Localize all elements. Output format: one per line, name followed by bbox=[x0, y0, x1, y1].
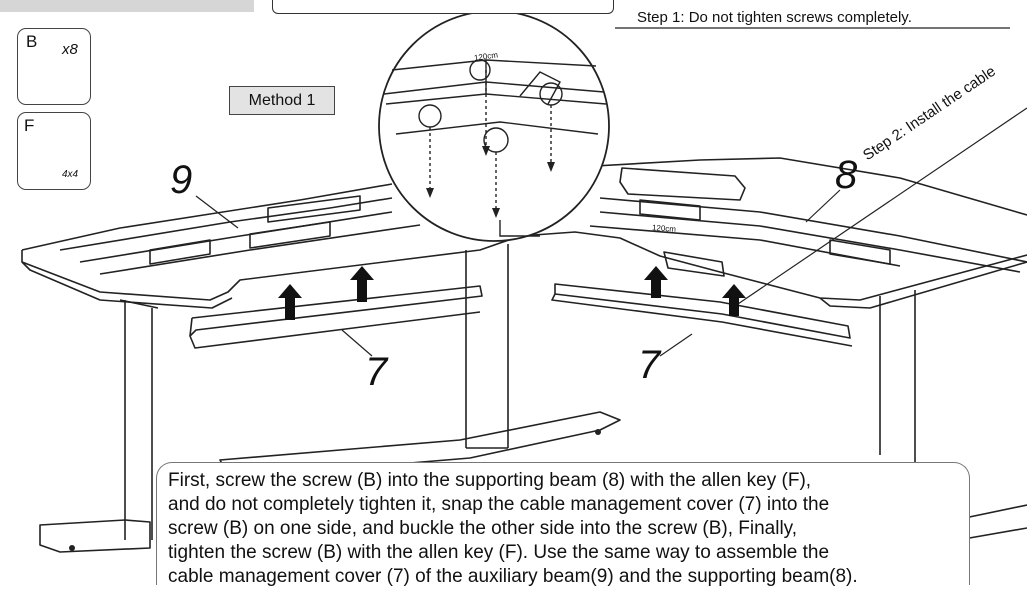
part-quantity: x8 bbox=[62, 41, 78, 58]
step1-label: Step 1: Do not tighten screws completely… bbox=[637, 9, 912, 26]
up-arrow-icon bbox=[644, 266, 668, 298]
right-cable-cover bbox=[554, 283, 851, 339]
left-leg bbox=[119, 299, 159, 540]
up-arrow-icon bbox=[350, 266, 374, 302]
part-card-f: F 4x4 bbox=[17, 112, 91, 190]
instruction-line: cable management cover (7) of the auxili… bbox=[168, 566, 858, 587]
instruction-line: screw (B) on one side, and buckle the ot… bbox=[168, 518, 798, 539]
instruction-line: First, screw the screw (B) into the supp… bbox=[168, 470, 812, 491]
instruction-line: tighten the screw (B) with the allen key… bbox=[168, 542, 830, 563]
auxiliary-beam bbox=[59, 197, 421, 275]
part-number-9: 9 bbox=[170, 158, 193, 202]
left-foot bbox=[39, 519, 151, 553]
part-card-b: B x8 bbox=[17, 28, 91, 105]
magnifier-detail bbox=[378, 10, 610, 242]
part-number-8: 8 bbox=[835, 153, 858, 197]
instruction-line: and do not completely tighten it, snap t… bbox=[168, 494, 830, 515]
control-box bbox=[619, 167, 746, 201]
hand-controller bbox=[663, 251, 725, 277]
section-tab bbox=[0, 0, 254, 12]
method-label: Method 1 bbox=[229, 86, 335, 115]
up-arrows bbox=[278, 266, 746, 320]
part-letter: B bbox=[26, 32, 38, 51]
up-arrow-icon bbox=[278, 284, 302, 320]
part-letter: F bbox=[24, 116, 35, 135]
instruction-box: First, screw the screw (B) into the supp… bbox=[156, 462, 970, 587]
beam-dimension-label: 120cm bbox=[651, 223, 677, 234]
left-cable-cover bbox=[189, 285, 483, 349]
part-number-7-right: 7 bbox=[638, 343, 661, 387]
right-leg bbox=[879, 290, 916, 462]
part-size: 4x4 bbox=[62, 169, 79, 180]
up-arrow-icon bbox=[722, 284, 746, 316]
part-number-7-left: 7 bbox=[365, 350, 388, 394]
center-leg bbox=[465, 244, 509, 449]
header-box bbox=[272, 0, 614, 14]
supporting-beam bbox=[589, 197, 1027, 273]
